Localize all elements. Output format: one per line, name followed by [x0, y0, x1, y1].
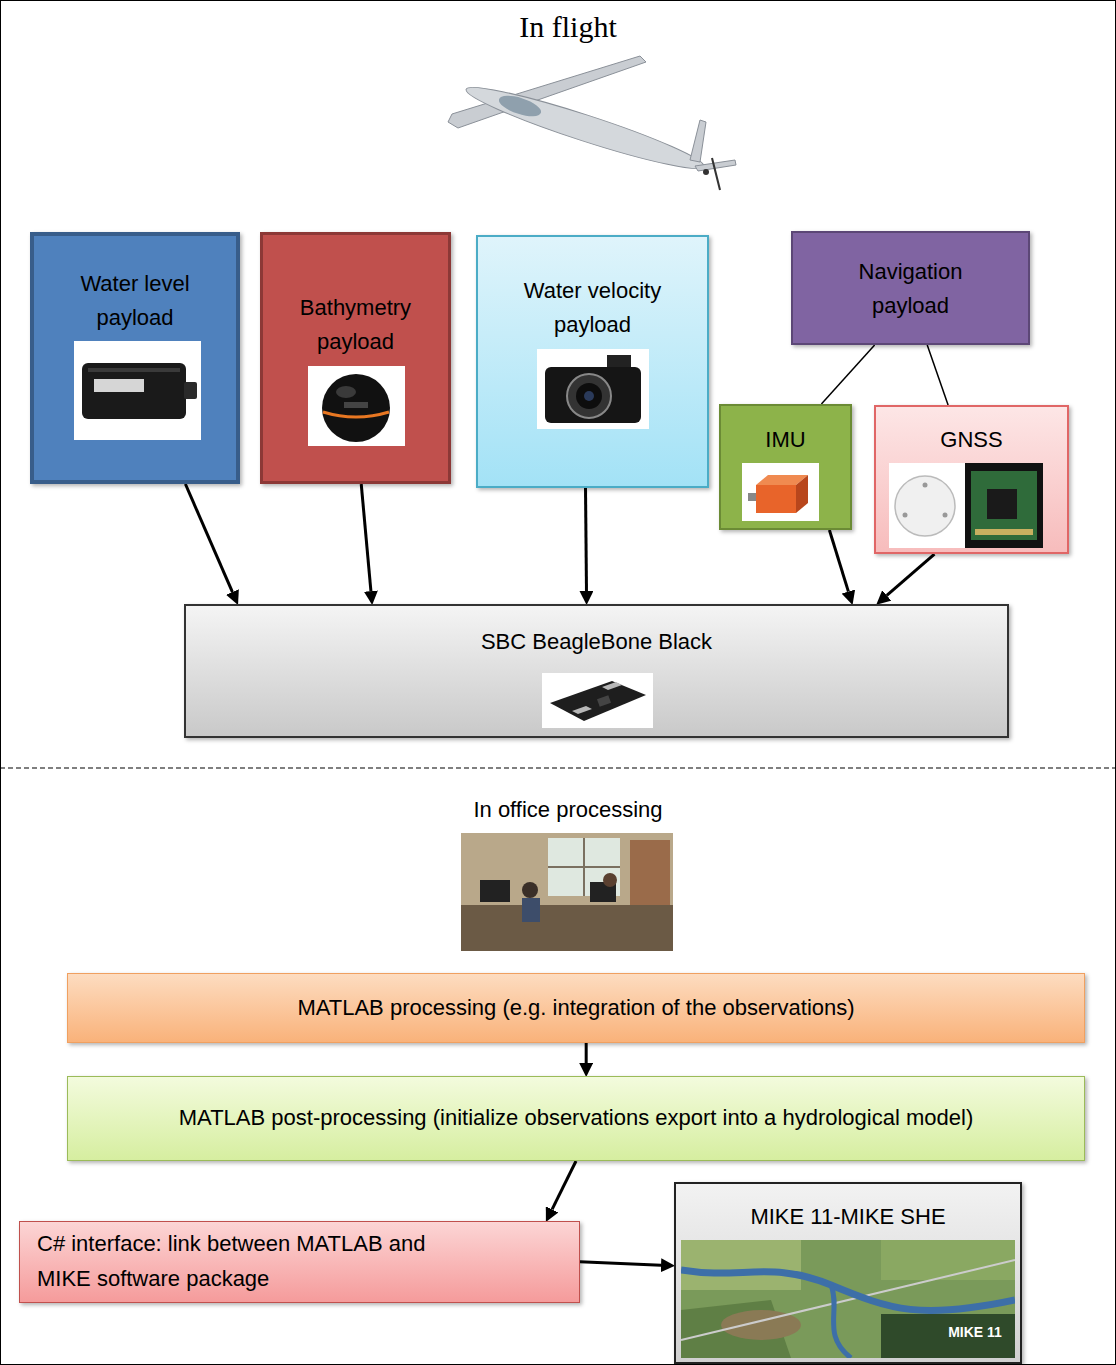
- node-label: MATLAB processing (e.g. integration of t…: [86, 991, 1066, 1025]
- payload-box: Navigation payload: [791, 231, 1030, 345]
- office-photo: [461, 833, 673, 951]
- connector-arrow: [584, 488, 588, 591]
- uav-illustration: [448, 56, 736, 190]
- section-heading: In flight: [519, 10, 617, 44]
- connector-arrow: [887, 554, 935, 595]
- payload-box: Water velocity payload: [476, 235, 709, 488]
- process-box: MATLAB processing (e.g. integration of t…: [67, 973, 1085, 1043]
- picture-caption: MIKE 11: [948, 1324, 1002, 1340]
- node-label: Bathymetry payload: [281, 291, 431, 359]
- sensor-box: GNSS: [874, 405, 1069, 554]
- node-label: Navigation payload: [836, 255, 986, 323]
- node-label: Water level payload: [50, 267, 220, 335]
- interface-box: C# interface: link between MATLAB and MI…: [19, 1221, 580, 1303]
- section-heading: In office processing: [473, 797, 662, 823]
- node-label: IMU: [731, 423, 841, 457]
- connector-arrow: [185, 484, 232, 592]
- device-picture: [681, 1240, 1015, 1358]
- connector-line: [927, 345, 948, 405]
- payload-box: Bathymetry payload: [260, 232, 451, 484]
- process-box: MATLAB post-processing (initialize obser…: [67, 1076, 1085, 1161]
- node-label: SBC BeagleBone Black: [297, 625, 897, 659]
- device-picture: [889, 463, 1043, 548]
- device-picture: [537, 349, 649, 429]
- section-divider: [0, 767, 1116, 768]
- device-picture: [74, 341, 201, 440]
- payload-box: Water level payload: [30, 232, 240, 484]
- node-label: MIKE 11-MIKE SHE: [688, 1200, 1008, 1234]
- node-label: GNSS: [892, 423, 1052, 457]
- label-holder: In flight: [519, 10, 617, 44]
- computer-box: SBC BeagleBone Black: [184, 604, 1009, 738]
- device-picture: [742, 463, 819, 521]
- connector-line: [821, 345, 874, 404]
- device-picture: [308, 366, 405, 446]
- connector-arrow: [361, 484, 371, 591]
- node-label: C# interface: link between MATLAB and MI…: [37, 1227, 457, 1295]
- device-picture: [542, 673, 653, 728]
- connector-arrow: [552, 1161, 576, 1209]
- node-label: MATLAB post-processing (initialize obser…: [81, 1101, 1071, 1135]
- node-label: Water velocity payload: [503, 274, 683, 342]
- connector-arrow: [585, 1043, 588, 1063]
- label-holder: In office processing: [473, 797, 662, 823]
- sensor-box: IMU: [719, 404, 852, 530]
- connector-arrow: [829, 530, 848, 592]
- connector-arrow: [580, 1262, 661, 1265]
- label-holder: MIKE 11: [948, 1324, 1002, 1340]
